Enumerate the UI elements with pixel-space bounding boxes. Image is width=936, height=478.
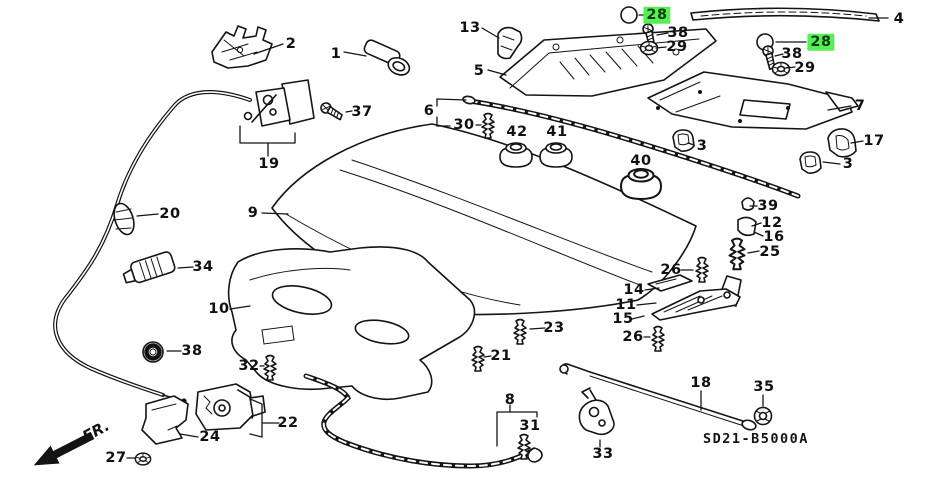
part-grip-1 (363, 39, 411, 76)
callout-10-34[interactable]: 10 (208, 300, 230, 317)
callout-42-19[interactable]: 42 (506, 123, 528, 140)
part-clip-17 (827, 128, 857, 158)
diagram-code: SD21-B5000A (703, 431, 809, 447)
callout-16-27[interactable]: 16 (763, 228, 785, 245)
callout-7-11[interactable]: 7 (854, 97, 866, 114)
callout-17-12[interactable]: 17 (863, 132, 885, 149)
callout-34-24[interactable]: 34 (192, 258, 214, 275)
callout-8-42[interactable]: 8 (504, 391, 516, 408)
leader-lines (126, 14, 889, 459)
callout-37-15[interactable]: 37 (351, 103, 373, 120)
part-cowl-top-5 (499, 28, 717, 97)
part-stay-bracket-11-14 (647, 274, 742, 321)
callout-12-26[interactable]: 12 (761, 214, 783, 231)
part-grommet-35 (753, 406, 773, 426)
callout-30-18[interactable]: 30 (453, 116, 475, 133)
part-clip-39 (741, 197, 755, 211)
part-lock-cover-24 (141, 395, 189, 445)
callout-26-29[interactable]: 26 (660, 261, 682, 278)
callout-32-37[interactable]: 32 (238, 357, 260, 374)
callout-27-41[interactable]: 27 (105, 449, 127, 466)
callout-4-7[interactable]: 4 (893, 10, 905, 27)
callout-6-17[interactable]: 6 (423, 102, 435, 119)
callout-41-20[interactable]: 41 (546, 123, 568, 140)
part-lock-latch-33 (578, 387, 615, 436)
callout-11-31[interactable]: 11 (615, 296, 637, 313)
part-clip-13 (497, 26, 523, 60)
callout-24-40[interactable]: 24 (199, 428, 221, 445)
callout-2-0[interactable]: 2 (285, 35, 297, 52)
part-insulator-10 (227, 246, 476, 401)
part-molding-4 (690, 7, 880, 22)
part-grommet-38c (142, 341, 164, 363)
callout-29-6[interactable]: 29 (666, 38, 688, 55)
callout-21-36[interactable]: 21 (490, 347, 512, 364)
callout-25-28[interactable]: 25 (759, 243, 781, 260)
callout-23-35[interactable]: 23 (543, 319, 565, 336)
callout-19-16[interactable]: 19 (258, 155, 280, 172)
part-latch-19 (243, 79, 315, 127)
callout-31-43[interactable]: 31 (519, 417, 541, 434)
callout-15-32[interactable]: 15 (612, 310, 634, 327)
callout-3-14[interactable]: 3 (842, 155, 854, 172)
part-hood-wire-20 (53, 90, 252, 404)
part-bracket-2 (211, 25, 273, 69)
callout-38-9[interactable]: 38 (781, 45, 803, 62)
part-stay-rod-18 (559, 363, 757, 431)
part-clip-12-16 (737, 216, 757, 237)
callout-39-25[interactable]: 39 (757, 197, 779, 214)
callout-14-30[interactable]: 14 (623, 281, 645, 298)
callout-28-8[interactable]: 28 (807, 33, 835, 51)
part-weatherstrip-6 (462, 95, 801, 199)
callout-40-21[interactable]: 40 (630, 152, 652, 169)
callout-38-38[interactable]: 38 (181, 342, 203, 359)
callout-13-2[interactable]: 13 (459, 19, 481, 36)
callout-9-23[interactable]: 9 (247, 204, 259, 221)
callout-20-22[interactable]: 20 (159, 205, 181, 222)
callout-35-46[interactable]: 35 (753, 378, 775, 395)
callout-1-1[interactable]: 1 (330, 45, 342, 62)
part-washer-28a (620, 6, 638, 24)
part-cowl-side-7 (647, 71, 859, 130)
callout-5-3[interactable]: 5 (473, 62, 485, 79)
callout-26-33[interactable]: 26 (622, 328, 644, 345)
callout-33-44[interactable]: 33 (592, 445, 614, 462)
callout-22-39[interactable]: 22 (277, 414, 299, 431)
callout-18-45[interactable]: 18 (690, 374, 712, 391)
part-handle-34 (122, 251, 176, 284)
callout-29-10[interactable]: 29 (794, 59, 816, 76)
callout-28-4[interactable]: 28 (643, 6, 671, 24)
callout-38-5[interactable]: 38 (667, 24, 689, 41)
callout-3-13[interactable]: 3 (696, 137, 708, 154)
